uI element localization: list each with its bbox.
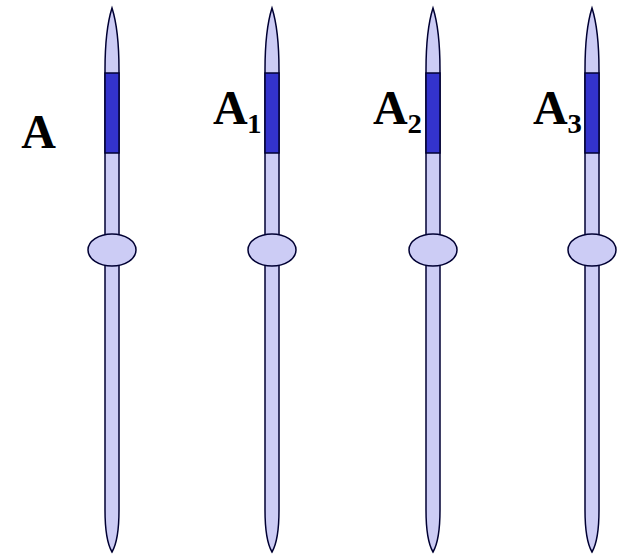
chromosome bbox=[88, 8, 136, 552]
chromosome-label: A bbox=[21, 108, 56, 156]
chromosome-label: A₁ bbox=[213, 84, 262, 132]
chromosome-label: A₂ bbox=[373, 84, 422, 132]
chromosome-label: A₃ bbox=[533, 84, 582, 132]
